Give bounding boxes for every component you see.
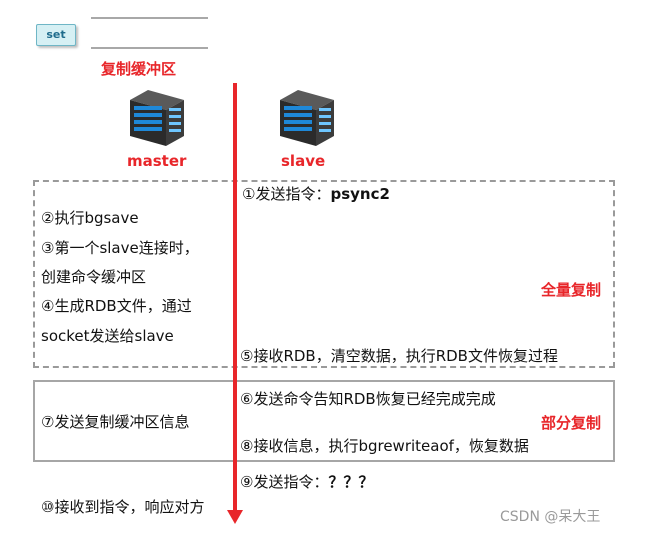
step-10: ⑩接收到指令，响应对方 xyxy=(41,498,205,516)
step-3-line-1: ③第一个slave连接时， xyxy=(41,239,199,257)
partial-sync-label: 部分复制 xyxy=(541,414,602,432)
slave-label: slave xyxy=(281,152,326,170)
full-sync-box xyxy=(33,180,615,368)
step-4-line-1: ④生成RDB文件，通过 xyxy=(41,297,192,315)
step-5: ⑤接收RDB，清空数据，执行RDB文件恢复过程 xyxy=(240,347,558,365)
step-6: ⑥发送命令告知RDB恢复已经完成完成 xyxy=(240,390,496,408)
full-sync-label: 全量复制 xyxy=(541,281,602,299)
partial-sync-box xyxy=(33,380,615,462)
step-8: ⑧接收信息，执行bgrewriteaof，恢复数据 xyxy=(240,437,529,455)
buffer-top-line xyxy=(91,17,208,19)
master-label: master xyxy=(127,152,187,170)
timeline-line xyxy=(233,83,237,513)
timeline-arrow-head xyxy=(227,510,243,524)
step-4-line-2: socket发送给slave xyxy=(41,327,174,345)
master-server-icon xyxy=(130,90,184,146)
watermark: CSDN @呆大王 xyxy=(500,509,601,525)
step-1: ①发送指令：psync2 xyxy=(242,185,390,203)
step-9: ⑨发送指令：？？？ xyxy=(240,473,374,491)
slave-server-icon xyxy=(280,90,334,146)
replication-buffer-label: 复制缓冲区 xyxy=(101,60,177,78)
buffer-bottom-line xyxy=(91,47,208,49)
step-7: ⑦发送复制缓冲区信息 xyxy=(41,413,190,431)
step-3-line-2: 创建命令缓冲区 xyxy=(41,268,147,286)
step-2: ②执行bgsave xyxy=(41,209,139,227)
set-command-tag: set xyxy=(36,24,76,46)
